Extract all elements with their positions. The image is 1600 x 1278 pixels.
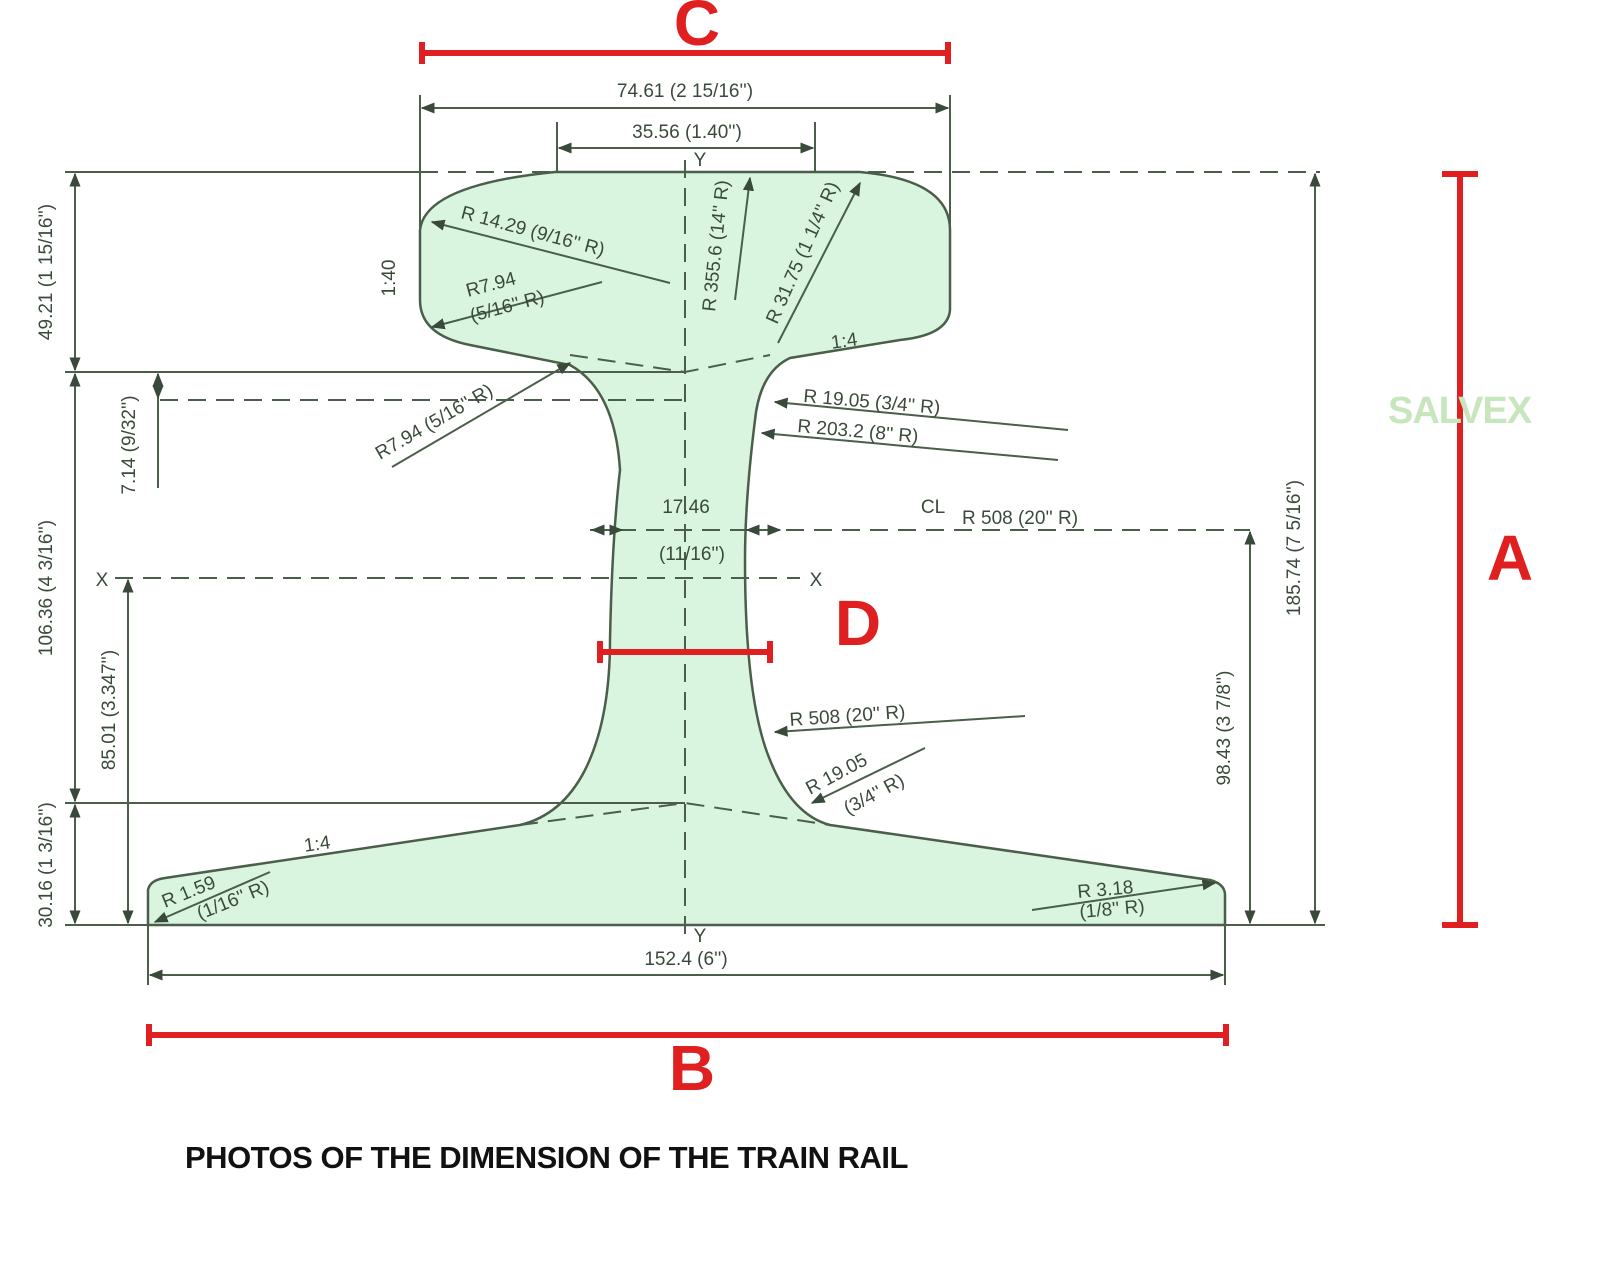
- svg-text:C: C: [674, 0, 720, 59]
- svg-text:B: B: [669, 1032, 715, 1104]
- x-axis-right-label: X: [810, 570, 823, 591]
- marker-d: D: [597, 587, 881, 663]
- svg-text:D: D: [835, 587, 881, 659]
- head-height-label: 49.21 (1 15/16''): [36, 204, 57, 340]
- caption: PHOTOS OF THE DIMENSION OF THE TRAIN RAI…: [185, 1140, 908, 1175]
- web-thickness-label: 17.46: [662, 497, 710, 518]
- marker-c: C: [419, 0, 951, 64]
- base-web-junction: [519, 801, 831, 826]
- rail-profile: [146, 170, 1227, 927]
- base-height-label: 30.16 (1 3/16''): [36, 802, 57, 928]
- web-height-label: 106.36 (4 3/16''): [36, 520, 57, 656]
- radius-leaders: [153, 176, 1217, 923]
- radius-web-top2: R 203.2 (8'' R): [797, 416, 920, 447]
- neutral-axis-label: 85.01 (3.347''): [99, 650, 120, 770]
- radius-neck: R7.94 (5/16'' R): [372, 380, 497, 464]
- marker-b: B: [146, 1024, 1229, 1104]
- radius-base-right: R 3.18: [1077, 877, 1135, 903]
- base-slope-label: 1:4: [303, 832, 333, 857]
- head-width-label: 74.61 (2 15/16''): [617, 81, 753, 102]
- x-axis-left-label: X: [96, 570, 109, 591]
- svg-text:A: A: [1487, 522, 1533, 594]
- y-axis-bottom-label: Y: [694, 926, 707, 947]
- head-under-slope-label: 1:4: [830, 329, 860, 354]
- head-slope-label: 1:40: [379, 260, 400, 297]
- marker-a: A: [1442, 171, 1533, 928]
- watermark: SALVEX: [1388, 390, 1532, 432]
- y-axis-top-label: Y: [694, 150, 707, 171]
- centerline-symbol: CL: [921, 497, 945, 518]
- base-width-label: 152.4 (6''): [644, 949, 727, 970]
- radius-web-top1: R 19.05 (3/4'' R): [803, 386, 941, 419]
- web-thickness-in-label: (11/16''): [659, 544, 725, 565]
- fillet-offset-label: 7.14 (9/32''): [119, 395, 140, 494]
- radius-web-mid: R 508 (20'' R): [962, 508, 1078, 529]
- crown-width-label: 35.56 (1.40''): [632, 122, 742, 143]
- radius-web-low: R 508 (20'' R): [789, 702, 906, 731]
- web-center-height-label: 98.43 (3 7/8''): [1214, 671, 1235, 786]
- total-height-label: 185.74 (7 5/16''): [1284, 480, 1305, 616]
- extension-lines: [65, 95, 1325, 985]
- dimension-lines: [69, 102, 1321, 981]
